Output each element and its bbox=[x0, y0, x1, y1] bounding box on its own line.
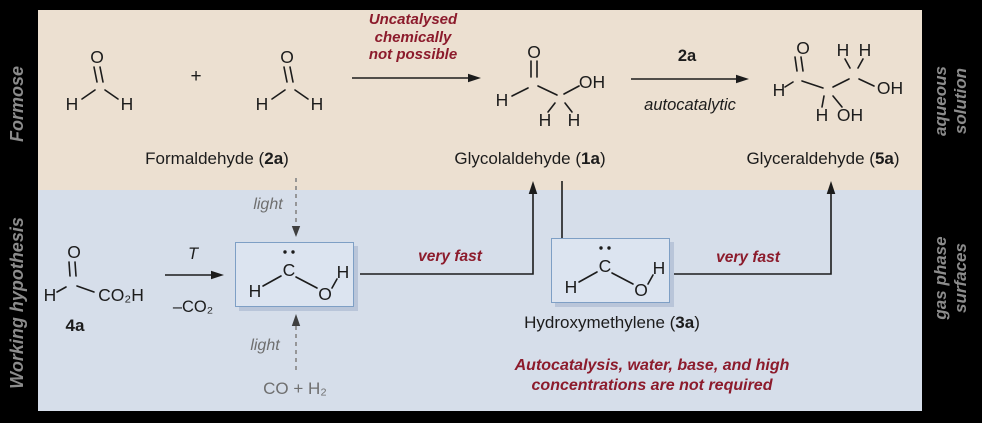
lone-pair-dot bbox=[291, 250, 295, 254]
gas-line2: surfaces bbox=[951, 243, 970, 313]
glycolaldehyde-oh: OH bbox=[579, 72, 605, 92]
requirements-line2: concentrations are not required bbox=[531, 377, 773, 394]
glycolaldehyde-structure: O H OH H H bbox=[496, 42, 605, 130]
co-h2-label: CO + H₂ bbox=[263, 379, 327, 398]
glyceraldehyde-label-name: Glyceraldehyde ( bbox=[746, 149, 875, 168]
glycolaldehyde-h-left: H bbox=[496, 90, 509, 110]
formaldehyde-structure-2: O H H bbox=[256, 47, 324, 114]
formaldehyde-label-suffix: ) bbox=[283, 149, 289, 168]
carbene-right-h2: H bbox=[653, 258, 666, 278]
glyceraldehyde-oh-right: OH bbox=[877, 78, 903, 98]
glyceraldehyde-label-suffix: ) bbox=[893, 149, 900, 168]
glyceraldehyde-oh-bottom: OH bbox=[837, 105, 863, 125]
glyoxylic-co2h: CO₂H bbox=[98, 285, 144, 305]
formose-side-label-text: Formose bbox=[7, 65, 27, 143]
temperature-label: T bbox=[187, 245, 199, 263]
very-fast-left-label: very fast bbox=[418, 248, 482, 265]
glyceraldehyde-label: Glyceraldehyde (5a) bbox=[746, 149, 899, 169]
formaldehyde-2-o: O bbox=[280, 47, 294, 67]
carbene-right-h1: H bbox=[565, 277, 578, 297]
glyceraldehyde-label-code: 5a bbox=[874, 149, 894, 168]
glycolaldehyde-o: O bbox=[527, 42, 541, 62]
uncatalysed-line2: chemically bbox=[374, 28, 452, 46]
hydroxymethylene-structure-right: H C O H bbox=[565, 246, 666, 300]
glyceraldehyde-bonds bbox=[784, 56, 875, 108]
lone-pair-dot bbox=[599, 246, 603, 250]
glycolaldehyde-label-name: Glycolaldehyde ( bbox=[454, 149, 582, 168]
carbene-right-o: O bbox=[634, 280, 648, 300]
uncatalysed-line1: Uncatalysed bbox=[368, 11, 458, 28]
uncatalysed-line3: not possible bbox=[368, 46, 458, 63]
formaldehyde-1-h1: H bbox=[66, 94, 79, 114]
formaldehyde-1-h2: H bbox=[121, 94, 134, 114]
glycolaldehyde-label: Glycolaldehyde (1a) bbox=[454, 149, 605, 169]
glyceraldehyde-h-top1: H bbox=[837, 40, 850, 60]
lone-pair-dot bbox=[283, 250, 287, 254]
reagent-2a-label: 2a bbox=[677, 47, 697, 65]
uncatalysed-annotation: Uncatalysed chemically not possible bbox=[369, 11, 457, 64]
glyceraldehyde-o: O bbox=[796, 38, 810, 58]
requirements-line1: Autocatalysis, water, base, and high bbox=[514, 357, 790, 374]
aqueous-line1: aqueous bbox=[931, 66, 950, 136]
formaldehyde-1-bonds bbox=[81, 66, 119, 100]
hydroxymethylene-label-code: 3a bbox=[675, 313, 695, 332]
formaldehyde-label-code: 2a bbox=[264, 149, 284, 168]
aqueous-line2: solution bbox=[951, 67, 970, 135]
requirements-annotation: Autocatalysis, water, base, and high con… bbox=[515, 356, 790, 396]
glyceraldehyde-h-top2: H bbox=[859, 40, 872, 60]
glyceraldehyde-h-left: H bbox=[773, 80, 786, 100]
autocatalytic-label: autocatalytic bbox=[644, 96, 736, 114]
glyoxylic-code-label: 4a bbox=[65, 316, 85, 335]
gas-phase-side-label: gas phase surfaces bbox=[931, 236, 971, 319]
formose-side-label: Formose bbox=[7, 66, 27, 142]
formaldehyde-2-h2: H bbox=[311, 94, 324, 114]
aqueous-solution-side-label: aqueous solution bbox=[931, 66, 971, 136]
formaldehyde-1-o: O bbox=[90, 47, 104, 67]
hydroxymethylene-structure-left: H C O H bbox=[249, 250, 350, 304]
carbene-right-c: C bbox=[599, 256, 612, 276]
minus-co2-label: –CO₂ bbox=[172, 298, 214, 316]
glycolaldehyde-h1: H bbox=[539, 110, 552, 130]
formaldehyde-2-bonds bbox=[271, 66, 309, 100]
glyoxylic-acid-structure: O H CO₂H bbox=[44, 242, 144, 305]
working-hypothesis-side-label: Working hypothesis bbox=[7, 217, 27, 389]
light-bottom-label: light bbox=[250, 337, 280, 354]
carbene-left-h2: H bbox=[337, 262, 350, 282]
glycolaldehyde-label-code: 1a bbox=[581, 149, 600, 168]
carbene-left-c: C bbox=[283, 260, 296, 280]
glyceraldehyde-structure: O H H H OH H OH bbox=[773, 38, 903, 125]
glyoxylic-o: O bbox=[67, 242, 81, 262]
formaldehyde-label-name: Formaldehyde ( bbox=[145, 149, 265, 168]
hydroxymethylene-box-left bbox=[235, 242, 354, 307]
carbene-right-bonds bbox=[578, 271, 654, 285]
formaldehyde-2-h1: H bbox=[256, 94, 269, 114]
light-top-label: light bbox=[253, 196, 283, 213]
hydroxymethylene-label-name: Hydroxymethylene ( bbox=[524, 313, 676, 332]
plus-sign: + bbox=[190, 66, 202, 87]
very-fast-right-label: very fast bbox=[716, 249, 780, 266]
aqueous-formose-panel bbox=[38, 10, 922, 190]
carbene-left-h1: H bbox=[249, 281, 262, 301]
glyoxylic-h: H bbox=[44, 285, 57, 305]
hydroxymethylene-label-suffix: ) bbox=[694, 313, 700, 332]
carbene-left-bonds bbox=[262, 275, 338, 289]
glycolaldehyde-h2: H bbox=[568, 110, 581, 130]
gas-line1: gas phase bbox=[931, 236, 950, 320]
carbene-left-o: O bbox=[318, 284, 332, 304]
glycolaldehyde-label-suffix: ) bbox=[599, 149, 606, 168]
glycolaldehyde-bonds bbox=[511, 60, 580, 113]
glyoxylic-bonds bbox=[56, 261, 95, 293]
lone-pair-dot bbox=[607, 246, 611, 250]
formaldehyde-structure-1: O H H bbox=[66, 47, 134, 114]
hydroxymethylene-box-right bbox=[551, 238, 670, 303]
formaldehyde-label: Formaldehyde (2a) bbox=[145, 149, 289, 169]
working-hypothesis-side-label-text: Working hypothesis bbox=[7, 217, 27, 389]
hydroxymethylene-label: Hydroxymethylene (3a) bbox=[524, 313, 700, 333]
glyceraldehyde-h-bottom: H bbox=[816, 105, 829, 125]
